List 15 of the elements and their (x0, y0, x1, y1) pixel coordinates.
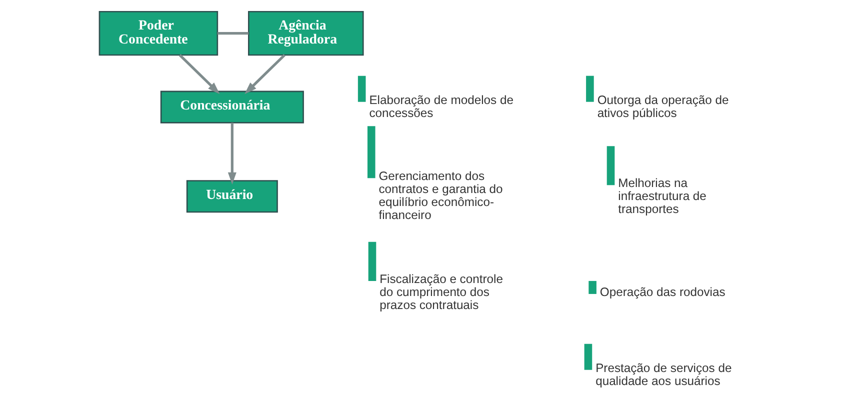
arrow (178, 54, 220, 94)
node-box: Usuário (186, 180, 278, 213)
node-box: Agência Reguladora (248, 11, 364, 56)
node-box: Concessionária (160, 90, 304, 124)
arrow (228, 122, 236, 185)
label: Outorga da operação de ativos públicos (597, 92, 729, 120)
label: Melhorias na infraestrutura de transportes (618, 176, 706, 216)
connector (217, 32, 249, 35)
label: Elaboração de modelos de concessões (369, 92, 514, 120)
label: Prestação de serviços de qualidade aos usuários (596, 360, 732, 388)
label: Fiscalização e controle do cumprimento dos prazos contratuais (380, 272, 503, 312)
arrow (244, 54, 286, 94)
label: Operação das rodovias (600, 284, 726, 299)
node-box: Poder Concedente (98, 11, 218, 56)
label: Gerenciamento dos contratos e garantia do equilíbrio econômico-financeiro (378, 169, 503, 222)
